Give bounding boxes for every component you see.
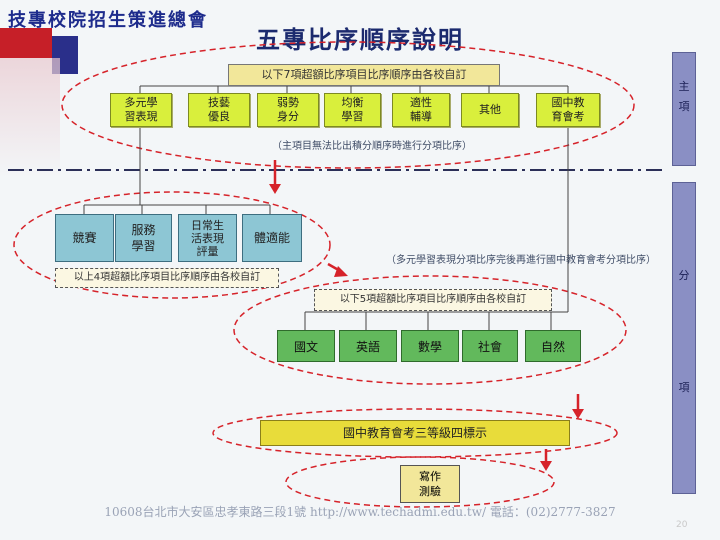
writing-ellipse [285,456,555,508]
item-aptitude-guidance: 適性 輔導 [392,93,450,127]
item-cap-exam: 國中教 育會考 [536,93,600,127]
decorative-fade [0,58,60,178]
item-balanced-learning: 均衡 學習 [324,93,381,127]
subject-english: 英語 [339,330,397,362]
writing-test-box: 寫作 測驗 [400,465,460,503]
subject-math: 數學 [401,330,459,362]
item-disadvantaged-status: 弱勢 身分 [257,93,319,127]
sub-item-competition: 競賽 [55,214,114,262]
sub-note: （多元學習表現分項比序完後再進行國中教育會考分項比序） [386,255,656,266]
page-title: 五專比序順序說明 [256,25,464,54]
sub-item-daily-behavior: 日常生 活表現 評量 [178,214,237,262]
subject-social: 社會 [462,330,518,362]
main-side-label: 主 項 [672,52,696,166]
sub-items-banner: 以上4項超額比序項目比序順序由各校自訂 [55,268,279,288]
subject-science: 自然 [525,330,581,362]
subject-items-banner: 以下5項超額比序項目比序順序由各校自訂 [314,289,552,311]
main-items-banner: 以下7項超額比序項目比序順序由各校自訂 [228,64,500,86]
sub-side-label: 分 項 [672,182,696,494]
page-number: 20 [676,520,688,530]
decorative-red-block [0,28,52,58]
subject-chinese: 國文 [277,330,335,362]
item-skill-excellence: 技藝 優良 [188,93,250,127]
sub-item-fitness: 體適能 [242,214,302,262]
main-note: （主項目無法比出積分順序時進行分項比序） [272,141,472,152]
cap-exam-bar: 國中教育會考三等級四標示 [260,420,570,446]
sub-items-ellipse [13,191,331,299]
item-other: 其他 [461,93,519,127]
main-items-ellipse [61,41,635,169]
footer-contact: 10608台北市大安區忠孝東路三段1號 http://www.techadmi.… [104,505,616,519]
sub-item-service-learning: 服務 學習 [115,214,172,262]
subject-items-ellipse [233,275,627,385]
org-header: 技專校院招生策進總會 [8,10,208,31]
item-diverse-learning: 多元學 習表現 [110,93,172,127]
exam-ellipse [212,408,618,458]
